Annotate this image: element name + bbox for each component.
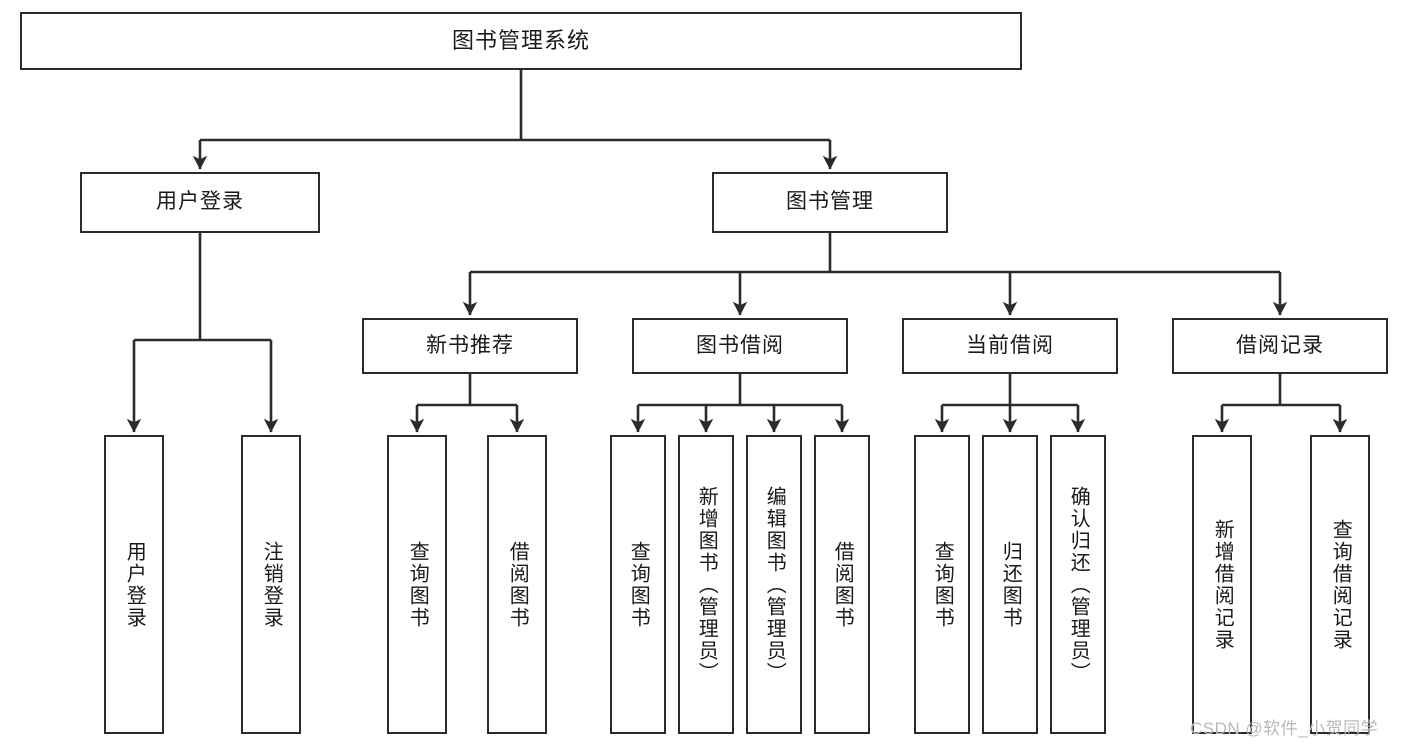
node-book-borrow[interactable]: 图书借阅 — [632, 318, 848, 374]
node-borrow-record-label: 借阅记录 — [1236, 333, 1324, 357]
leaf-borrow-book-2[interactable]: 借阅图书 — [814, 435, 870, 734]
leaf-borrow-book-1[interactable]: 借阅图书 — [487, 435, 547, 734]
node-new-book-recommend-label: 新书推荐 — [426, 333, 514, 357]
leaf-return-book[interactable]: 归还图书 — [982, 435, 1038, 734]
leaf-confirm-return-label: 确认归还（管理员） — [1067, 485, 1090, 684]
leaf-edit-book[interactable]: 编辑图书（管理员） — [746, 435, 802, 734]
node-current-borrow-label: 当前借阅 — [966, 333, 1054, 357]
leaf-return-book-label: 归还图书 — [999, 540, 1022, 629]
leaf-query-book-3-label: 查询图书 — [931, 540, 954, 629]
leaf-add-book-label: 新增图书（管理员） — [695, 485, 718, 684]
node-book-management[interactable]: 图书管理 — [712, 172, 948, 233]
leaf-query-book-2[interactable]: 查询图书 — [610, 435, 666, 734]
leaf-edit-book-label: 编辑图书（管理员） — [763, 485, 786, 684]
leaf-user-logout-label: 注销登录 — [260, 540, 283, 629]
leaf-borrow-book-2-label: 借阅图书 — [831, 540, 854, 629]
node-root[interactable]: 图书管理系统 — [20, 12, 1022, 70]
leaf-user-login-label: 用户登录 — [123, 540, 146, 629]
node-user-login[interactable]: 用户登录 — [80, 172, 320, 233]
leaf-query-record-label: 查询借阅记录 — [1329, 518, 1352, 651]
leaf-add-record[interactable]: 新增借阅记录 — [1192, 435, 1252, 734]
leaf-query-record[interactable]: 查询借阅记录 — [1310, 435, 1370, 734]
node-book-management-label: 图书管理 — [786, 190, 874, 214]
leaf-confirm-return[interactable]: 确认归还（管理员） — [1050, 435, 1106, 734]
leaf-query-book-3[interactable]: 查询图书 — [914, 435, 970, 734]
leaf-query-book-1[interactable]: 查询图书 — [387, 435, 447, 734]
leaf-add-record-label: 新增借阅记录 — [1211, 518, 1234, 651]
leaf-query-book-2-label: 查询图书 — [627, 540, 650, 629]
node-root-label: 图书管理系统 — [451, 28, 590, 54]
watermark: CSDN @软件_小贺同学 — [1190, 719, 1379, 738]
leaf-user-logout[interactable]: 注销登录 — [241, 435, 301, 734]
node-new-book-recommend[interactable]: 新书推荐 — [362, 318, 578, 374]
leaf-borrow-book-1-label: 借阅图书 — [506, 540, 529, 629]
node-user-login-label: 用户登录 — [156, 190, 244, 214]
leaf-add-book[interactable]: 新增图书（管理员） — [678, 435, 734, 734]
leaf-query-book-1-label: 查询图书 — [406, 540, 429, 629]
leaf-user-login[interactable]: 用户登录 — [104, 435, 164, 734]
node-book-borrow-label: 图书借阅 — [696, 333, 784, 357]
node-current-borrow[interactable]: 当前借阅 — [902, 318, 1118, 374]
node-borrow-record[interactable]: 借阅记录 — [1172, 318, 1388, 374]
